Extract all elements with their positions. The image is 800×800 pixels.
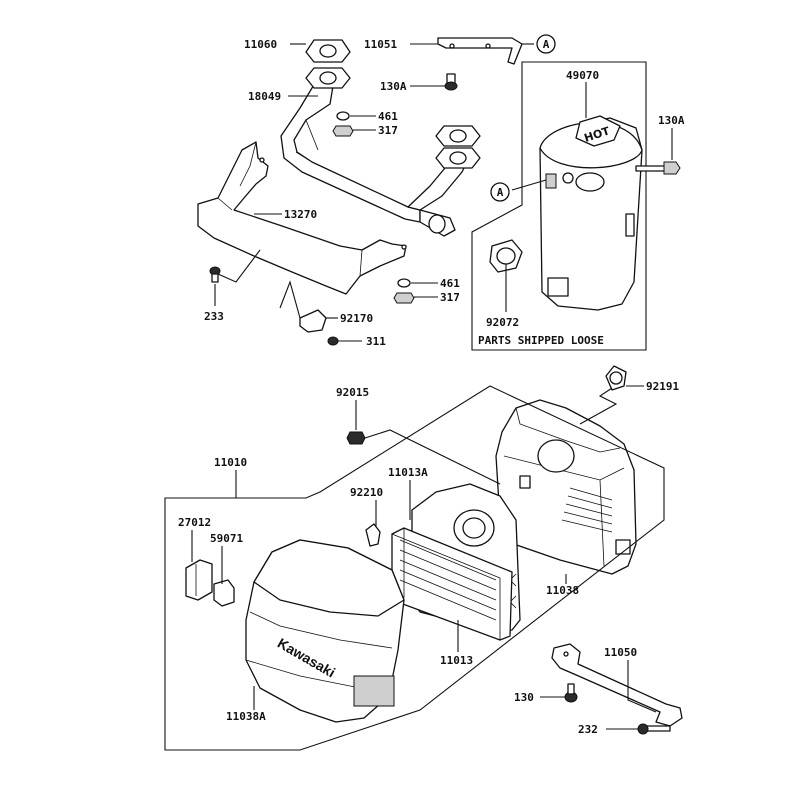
label-233: 233 [204,310,224,323]
nut-311[interactable] [327,336,339,346]
label-317-lower: 317 [440,291,460,304]
air-cleaner-group-outline [164,385,665,751]
muffler-bracket-11051[interactable] [437,37,523,65]
bolt-232[interactable] [637,723,671,735]
label-11060: 11060 [244,38,277,51]
nut-317-lower[interactable] [393,292,415,304]
label-130A-upper: 130A [380,80,407,93]
washer-461-lower[interactable] [397,278,411,288]
label-11013: 11013 [440,654,473,667]
label-59071: 59071 [210,532,243,545]
label-92210: 92210 [350,486,383,499]
bolt-130A-upper[interactable] [444,73,458,91]
air-cleaner-cover-11038A[interactable]: Kawasaki [245,539,405,723]
bolt-130A-right[interactable] [635,161,681,175]
heat-shield-13270[interactable] [197,141,407,295]
clamp-92170[interactable] [299,309,327,333]
exhaust-flange-upper[interactable] [305,67,351,89]
label-130A-right: 130A [658,114,685,127]
label-232: 232 [578,723,598,736]
label-92170: 92170 [340,312,373,325]
label-11051: 11051 [364,38,397,51]
label-317-upper: 317 [378,124,398,137]
label-18049: 18049 [248,90,281,103]
muffler-clamp-92072[interactable] [489,239,523,273]
label-311: 311 [366,335,386,348]
label-461-lower: 461 [440,277,460,290]
label-11010: 11010 [214,456,247,469]
label-461-upper: 461 [378,110,398,123]
nut-92015[interactable] [346,431,366,445]
exhaust-flange-right[interactable] [435,147,481,169]
part-labels: 11060 11051 130A 49070 130A 18049 461 31… [178,38,685,736]
bolt-130[interactable] [564,683,578,703]
label-parts-shipped-loose: PARTS SHIPPED LOOSE [478,334,604,347]
label-11050: 11050 [604,646,637,659]
leader-lines [191,43,673,730]
label-49070: 49070 [566,69,599,82]
label-13270: 13270 [284,208,317,221]
grommet-92191[interactable] [605,365,627,391]
clip-59071[interactable] [213,579,235,607]
wing-nut-92210[interactable] [365,523,381,547]
label-11013A: 11013A [388,466,428,479]
clip-27012[interactable] [185,559,213,601]
label-92072: 92072 [486,316,519,329]
bracket-11050[interactable] [551,643,683,727]
bolt-233[interactable] [209,266,221,283]
muffler-49070[interactable]: HOT [539,115,643,311]
air-cleaner-base-11038[interactable] [495,399,637,575]
svg-text:A: A [497,186,504,199]
nut-317-upper[interactable] [332,125,354,137]
parts-shipped-loose-box [471,61,647,351]
exhaust-gasket-right[interactable] [435,125,481,147]
label-92191: 92191 [646,380,679,393]
exhaust-gasket-11060[interactable] [305,39,351,63]
label-130: 130 [514,691,534,704]
reference-marker-a-top: A [536,34,556,54]
label-11038: 11038 [546,584,579,597]
label-27012: 27012 [178,516,211,529]
reference-marker-a-muffler: A [490,182,510,202]
washer-461-upper[interactable] [336,111,350,121]
svg-text:A: A [543,38,550,51]
label-11038A: 11038A [226,710,266,723]
label-92015: 92015 [336,386,369,399]
